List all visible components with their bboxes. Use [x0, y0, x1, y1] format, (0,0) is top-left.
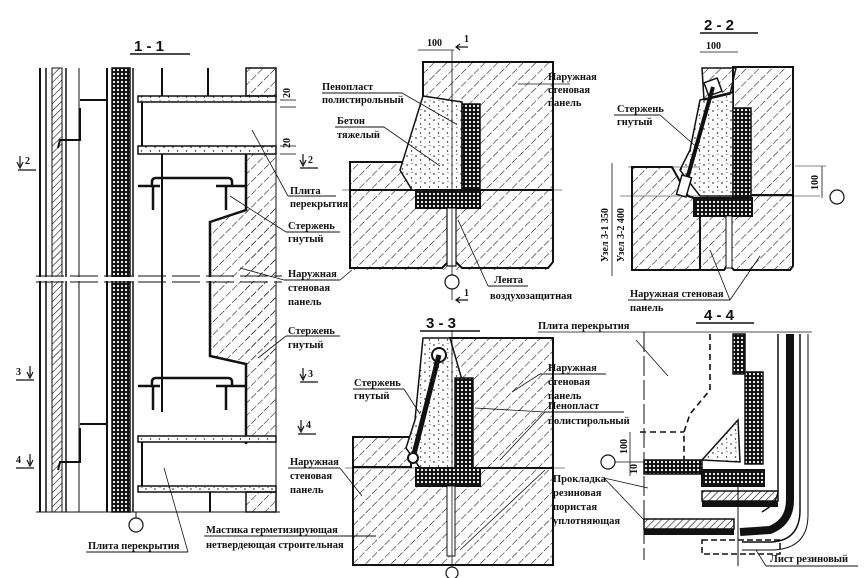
section-1-1: 1 - 1	[16, 38, 376, 553]
dim-350: Узел 3-1 350	[600, 208, 611, 262]
label-beton-a: Бетон	[337, 116, 365, 127]
label-sterzhen-s3a: Стержень	[354, 378, 401, 389]
label-panel-2c: панель	[290, 485, 324, 496]
label-panel-2b: стеновая	[290, 471, 332, 482]
label-panel-1b: стеновая	[288, 283, 330, 294]
dim-20-bottom: 20	[282, 138, 293, 148]
svg-text:2: 2	[25, 156, 30, 167]
section-title-3-3: 3 - 3	[426, 315, 456, 332]
cut-marker-3-left: 3	[16, 366, 34, 381]
svg-text:2: 2	[308, 155, 313, 166]
label-panel-s3a: Наружная	[548, 363, 597, 374]
label-panel-1c: панель	[288, 297, 322, 308]
label-sterzhen-s3b: гнутый	[354, 391, 389, 402]
section-2-2: 2 - 2 100 Узел 3-1 350 Узел 3-2 400 100 …	[600, 17, 845, 314]
cut-marker-4-right: 4	[297, 420, 316, 435]
dim-100-s4: 100	[619, 439, 630, 454]
label-plita-b: перекрытия	[290, 199, 349, 210]
svg-text:3: 3	[308, 369, 313, 380]
svg-text:1: 1	[464, 34, 469, 45]
label-sterzhen-2a: Стержень	[288, 326, 335, 337]
node-marker-circle	[444, 274, 460, 290]
svg-text:4: 4	[306, 420, 311, 431]
label-prokladka-a: Прокладка	[553, 474, 607, 485]
label-plita-a: Плита	[290, 186, 321, 197]
label-plita-s4: Плита перекрытия	[538, 321, 630, 332]
label-plita-bottom: Плита перекрытия	[88, 541, 180, 552]
label-sterzhen-2b: гнутый	[288, 340, 323, 351]
dim-100-s2: 100	[706, 41, 721, 52]
label-penoplast-a: Пенопласт	[322, 82, 374, 93]
label-prokladka-d: уплотняющая	[553, 516, 620, 527]
section-title-1-1: 1 - 1	[134, 38, 164, 55]
label-penoplast-s3b: полистирольный	[548, 416, 630, 427]
label-panel-s3b: стеновая	[548, 377, 590, 388]
node-marker-circle	[128, 517, 144, 533]
node-marker-circle	[829, 189, 845, 205]
label-penoplast-s3a: Пенопласт	[548, 401, 600, 412]
label-panel-s1c: панель	[548, 98, 582, 109]
section-4-4: 4 - 4 Плита перекрытия 100 10	[538, 307, 858, 567]
node-marker-circle	[445, 566, 459, 578]
label-mastika-b: нетвердеющая строительная	[206, 540, 344, 551]
label-lenta-b: воздухозащитная	[490, 291, 572, 302]
label-list-rezin: Лист резиновый	[770, 554, 848, 565]
label-sterzhen-s2b: гнутый	[617, 117, 652, 128]
section-title-2-2: 2 - 2	[704, 17, 734, 34]
label-panel-2a: Наружная	[290, 457, 339, 468]
dim-400: Узел 3-2 400	[616, 208, 627, 262]
cut-marker-2-right: 2	[299, 154, 318, 169]
svg-text:3: 3	[16, 367, 21, 378]
svg-text:4: 4	[16, 455, 21, 466]
cut-marker-3-right: 3	[299, 368, 318, 383]
dim-20-top: 20	[282, 88, 293, 98]
dim-10-s4: 10	[629, 464, 640, 474]
label-panel-s2a: Наружная стеновая	[630, 289, 724, 300]
dim-100-s2-right: 100	[810, 175, 821, 190]
section-title-4-4: 4 - 4	[704, 307, 735, 324]
label-panel-s3c: панель	[548, 391, 582, 402]
label-panel-s1a: Наружная	[548, 72, 597, 83]
section-3-3: 3 - 3 Стержень гнутый Наружная стеновая …	[345, 315, 649, 578]
cut-marker-2-left: 2	[16, 156, 36, 171]
label-prokladka-c: пористая	[553, 502, 597, 513]
label-panel-s1b: стеновая	[548, 85, 590, 96]
label-panel-1a: Наружная	[288, 269, 337, 280]
label-beton-b: тяжелый	[337, 130, 380, 141]
node-marker-circle	[600, 454, 616, 470]
label-penoplast-b: полистирольный	[322, 95, 404, 106]
dim-100-s1: 100	[427, 38, 442, 49]
cut-marker-4-left: 4	[16, 454, 34, 469]
svg-text:1: 1	[464, 288, 469, 299]
label-sterzhen-1a: Стержень	[288, 221, 335, 232]
label-prokladka-b: резиновая	[553, 488, 602, 499]
label-lenta-a: Лента	[494, 275, 524, 286]
label-panel-s2b: панель	[630, 303, 664, 314]
section-1-detail: 100 1 1 Пенопласт полистирольный Бетон т…	[322, 34, 597, 304]
label-mastika-a: Мастика герметизирующая	[206, 525, 338, 536]
label-sterzhen-1b: гнутый	[288, 234, 323, 245]
label-sterzhen-s2a: Стержень	[617, 104, 664, 115]
